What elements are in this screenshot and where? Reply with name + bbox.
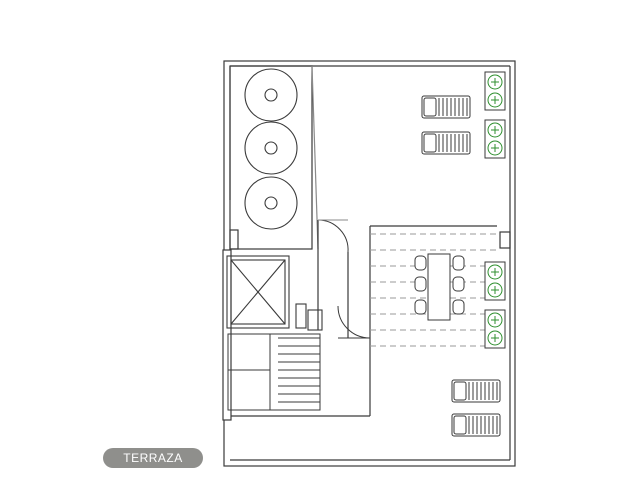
tank-room <box>229 65 313 250</box>
elevator-shaft-icon <box>230 259 286 325</box>
staircase-icon <box>227 333 321 411</box>
planter-icon <box>484 119 506 159</box>
column <box>295 303 307 329</box>
elevator-shaft-icon <box>226 255 290 329</box>
elevator-shaft-icon <box>230 259 286 325</box>
sun-lounger-icon <box>451 379 501 403</box>
column <box>229 229 239 250</box>
sun-lounger-icon <box>451 413 501 437</box>
tank-room-wall <box>311 65 319 250</box>
door-swing-icon <box>337 305 371 339</box>
sun-lounger-icon <box>421 95 471 119</box>
column <box>499 231 511 249</box>
floor-label: TERRAZA <box>103 448 203 468</box>
dining-chair-icon <box>452 276 465 292</box>
round-tank-icon <box>244 68 298 122</box>
dining-chair-icon <box>414 299 427 315</box>
planter-icon <box>484 309 506 349</box>
round-tank-icon <box>264 196 278 210</box>
sun-lounger-icon <box>421 131 471 155</box>
shaft-detail <box>307 309 323 331</box>
dining-chair-icon <box>414 255 427 271</box>
side-wall <box>222 249 232 421</box>
dining-chair-icon <box>452 255 465 271</box>
round-tank-icon <box>244 121 298 175</box>
planter-icon <box>484 71 506 111</box>
dining-chair-icon <box>452 299 465 315</box>
planter-icon <box>484 261 506 301</box>
round-tank-icon <box>244 176 298 230</box>
door-swing-icon <box>317 219 349 253</box>
dining-chair-icon <box>414 276 427 292</box>
dining-table-icon <box>427 253 451 321</box>
round-tank-icon <box>264 141 278 155</box>
round-tank-icon <box>264 88 278 102</box>
